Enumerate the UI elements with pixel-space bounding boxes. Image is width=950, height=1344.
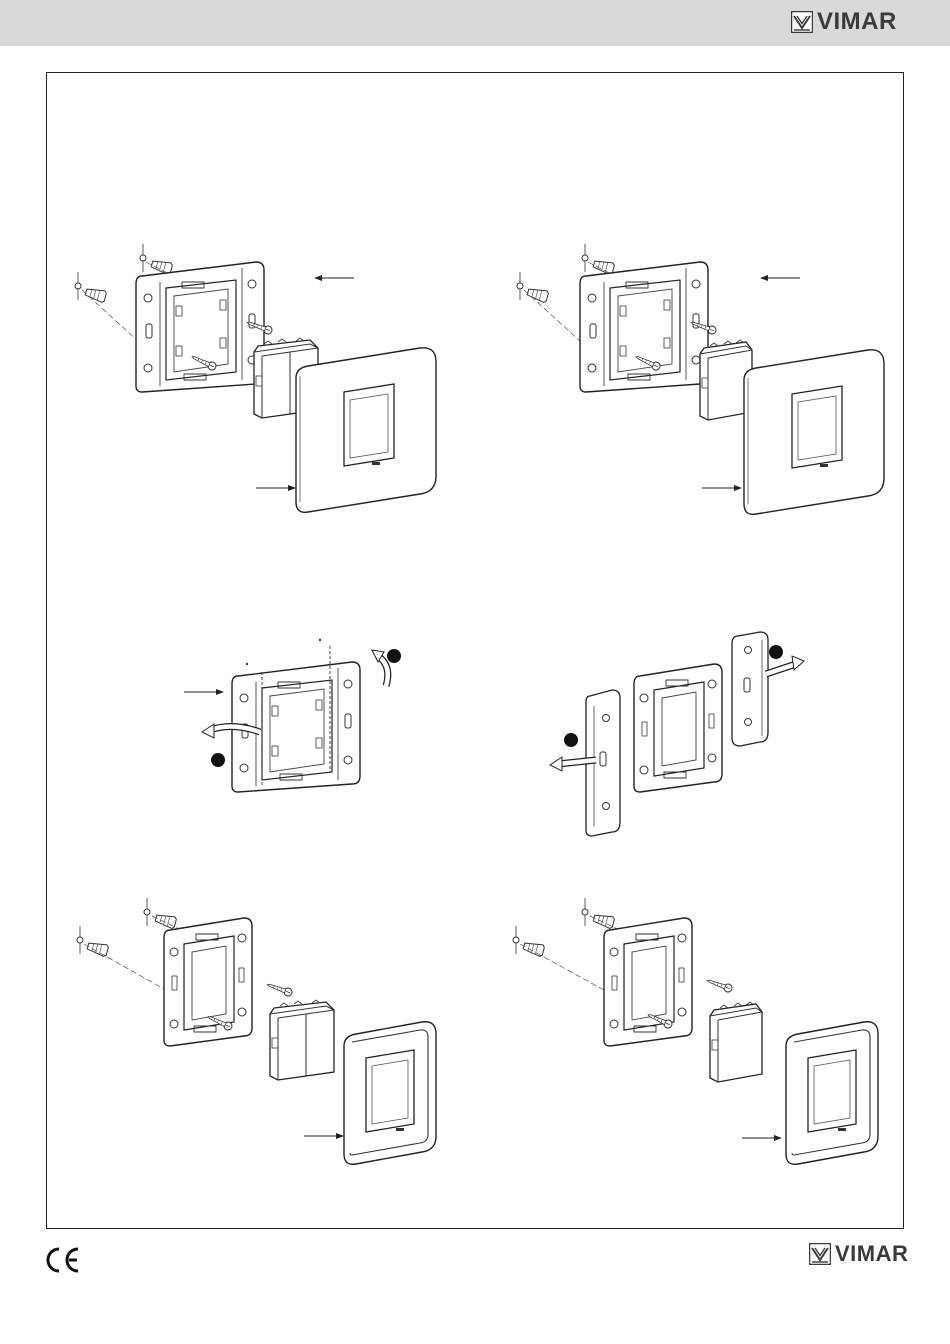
ce-mark-text: CE (42, 1245, 44, 1246)
figure-2-mounting-wide-single-module (517, 244, 884, 514)
step-bullet-icon (564, 733, 578, 747)
brand-logo-footer: VIMAR (809, 1243, 908, 1265)
figure-4-detach-side-wings (550, 632, 804, 836)
step-bullet-icon (211, 753, 225, 767)
figure-1-mounting-wide-two-module (75, 244, 436, 512)
figure-6-mounting-square-single-module (513, 898, 878, 1164)
figure-5-mounting-square-two-module (77, 898, 436, 1164)
step-bullet-icon (769, 645, 783, 659)
step-bullet-icon (387, 649, 401, 663)
ce-mark-icon: CE (42, 1245, 82, 1275)
vimar-mark-icon (809, 1243, 831, 1265)
figure-3-fold-side-wings (184, 639, 401, 792)
brand-name-footer: VIMAR (835, 1243, 908, 1265)
